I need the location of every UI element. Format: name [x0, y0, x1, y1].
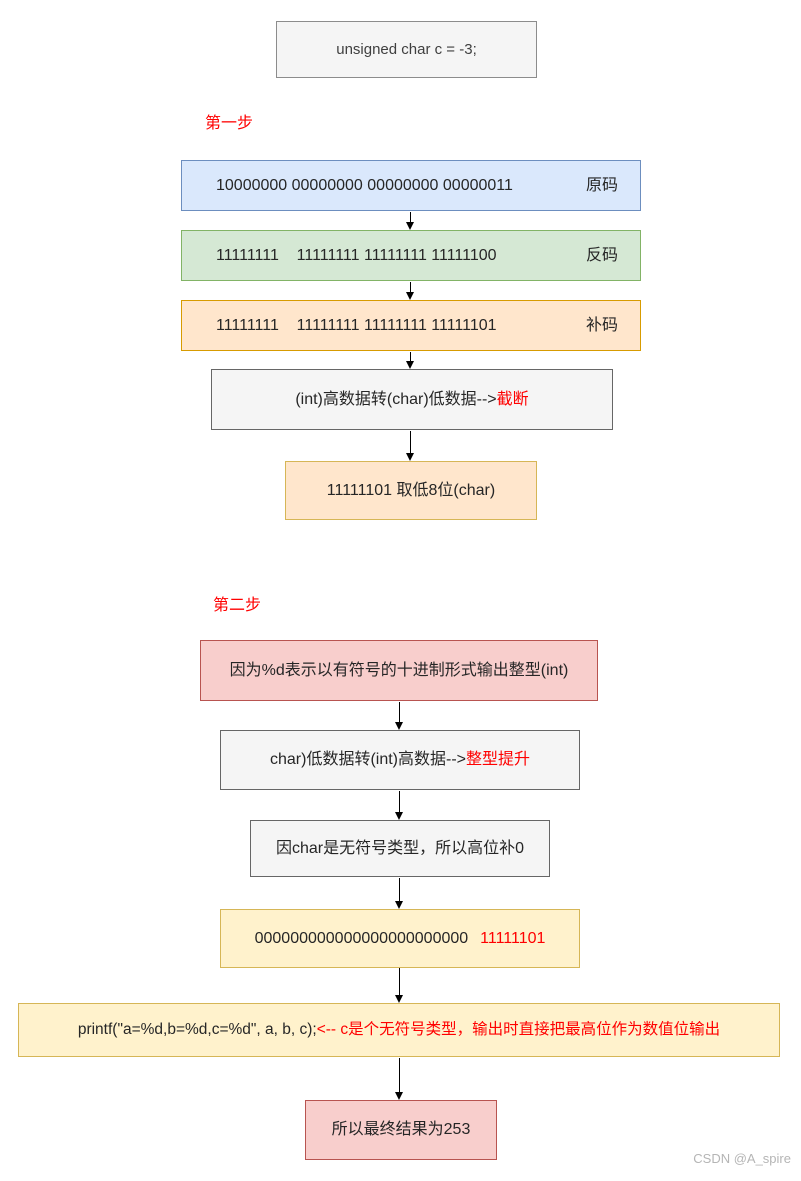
truncate-box: (int)高数据转(char)低数据-->截断 — [211, 369, 613, 430]
flow-arrow — [406, 352, 414, 369]
flow-arrow — [395, 702, 403, 730]
printf-annotation: <-- c是个无符号类型，输出时直接把最高位作为数值位输出 — [316, 1020, 721, 1038]
inverse-code-box: 11111111 11111111 11111111 11111100 反码 — [181, 230, 641, 281]
reason-text: 因为%d表示以有符号的十进制形式输出整型(int) — [229, 661, 569, 679]
promotion-highlight: 整型提升 — [466, 751, 531, 769]
reason-box: 因为%d表示以有符号的十进制形式输出整型(int) — [200, 640, 598, 701]
promoted-binary-low-bits: 11111101 — [480, 929, 546, 947]
flow-arrow — [406, 282, 414, 300]
inverse-label: 反码 — [585, 246, 618, 264]
zero-fill-box: 因char是无符号类型，所以高位补0 — [250, 820, 550, 877]
complement-label: 补码 — [585, 316, 618, 334]
complement-code-box: 11111111 11111111 11111111 11111101 补码 — [181, 300, 641, 351]
promoted-binary-zeros: 000000000000000000000000 — [254, 929, 469, 947]
promotion-box: char)低数据转(int)高数据-->整型提升 — [220, 730, 580, 790]
original-code-box: 10000000 00000000 00000000 00000011 原码 — [181, 160, 641, 211]
result-text: 所以最终结果为253 — [331, 1121, 471, 1139]
complement-binary: 11111111 11111111 11111111 11111101 — [216, 316, 497, 334]
truncate-highlight: 截断 — [496, 390, 529, 408]
flow-arrow — [406, 212, 414, 230]
printf-code: printf("a=%d,b=%d,c=%d", a, b, c); — [77, 1020, 317, 1038]
printf-box: printf("a=%d,b=%d,c=%d", a, b, c);<-- c是… — [18, 1003, 780, 1057]
low8-text: 11111101 取低8位(char) — [326, 481, 496, 499]
step2-label: 第二步 — [213, 597, 262, 614]
promotion-text: char)低数据转(int)高数据--> — [269, 751, 466, 769]
step1-label: 第一步 — [205, 115, 254, 132]
promoted-binary-box: 000000000000000000000000 11111101 — [220, 909, 580, 968]
flow-arrow — [395, 878, 403, 909]
truncate-text: (int)高数据转(char)低数据--> — [295, 390, 497, 408]
flow-arrow — [395, 791, 403, 820]
watermark: CSDN @A_spire — [693, 1151, 791, 1166]
flow-arrow — [395, 968, 403, 1003]
zero-fill-text: 因char是无符号类型，所以高位补0 — [275, 839, 525, 857]
original-binary: 10000000 00000000 00000000 00000011 — [216, 176, 513, 194]
flow-arrow — [395, 1058, 403, 1100]
result-box: 所以最终结果为253 — [305, 1100, 497, 1160]
declaration-box: unsigned char c = -3; — [276, 21, 537, 78]
original-label: 原码 — [585, 176, 618, 194]
flow-arrow — [406, 431, 414, 461]
low8-box: 11111101 取低8位(char) — [285, 461, 537, 520]
declaration-text: unsigned char c = -3; — [336, 40, 477, 58]
inverse-binary: 11111111 11111111 11111111 11111100 — [216, 246, 497, 264]
